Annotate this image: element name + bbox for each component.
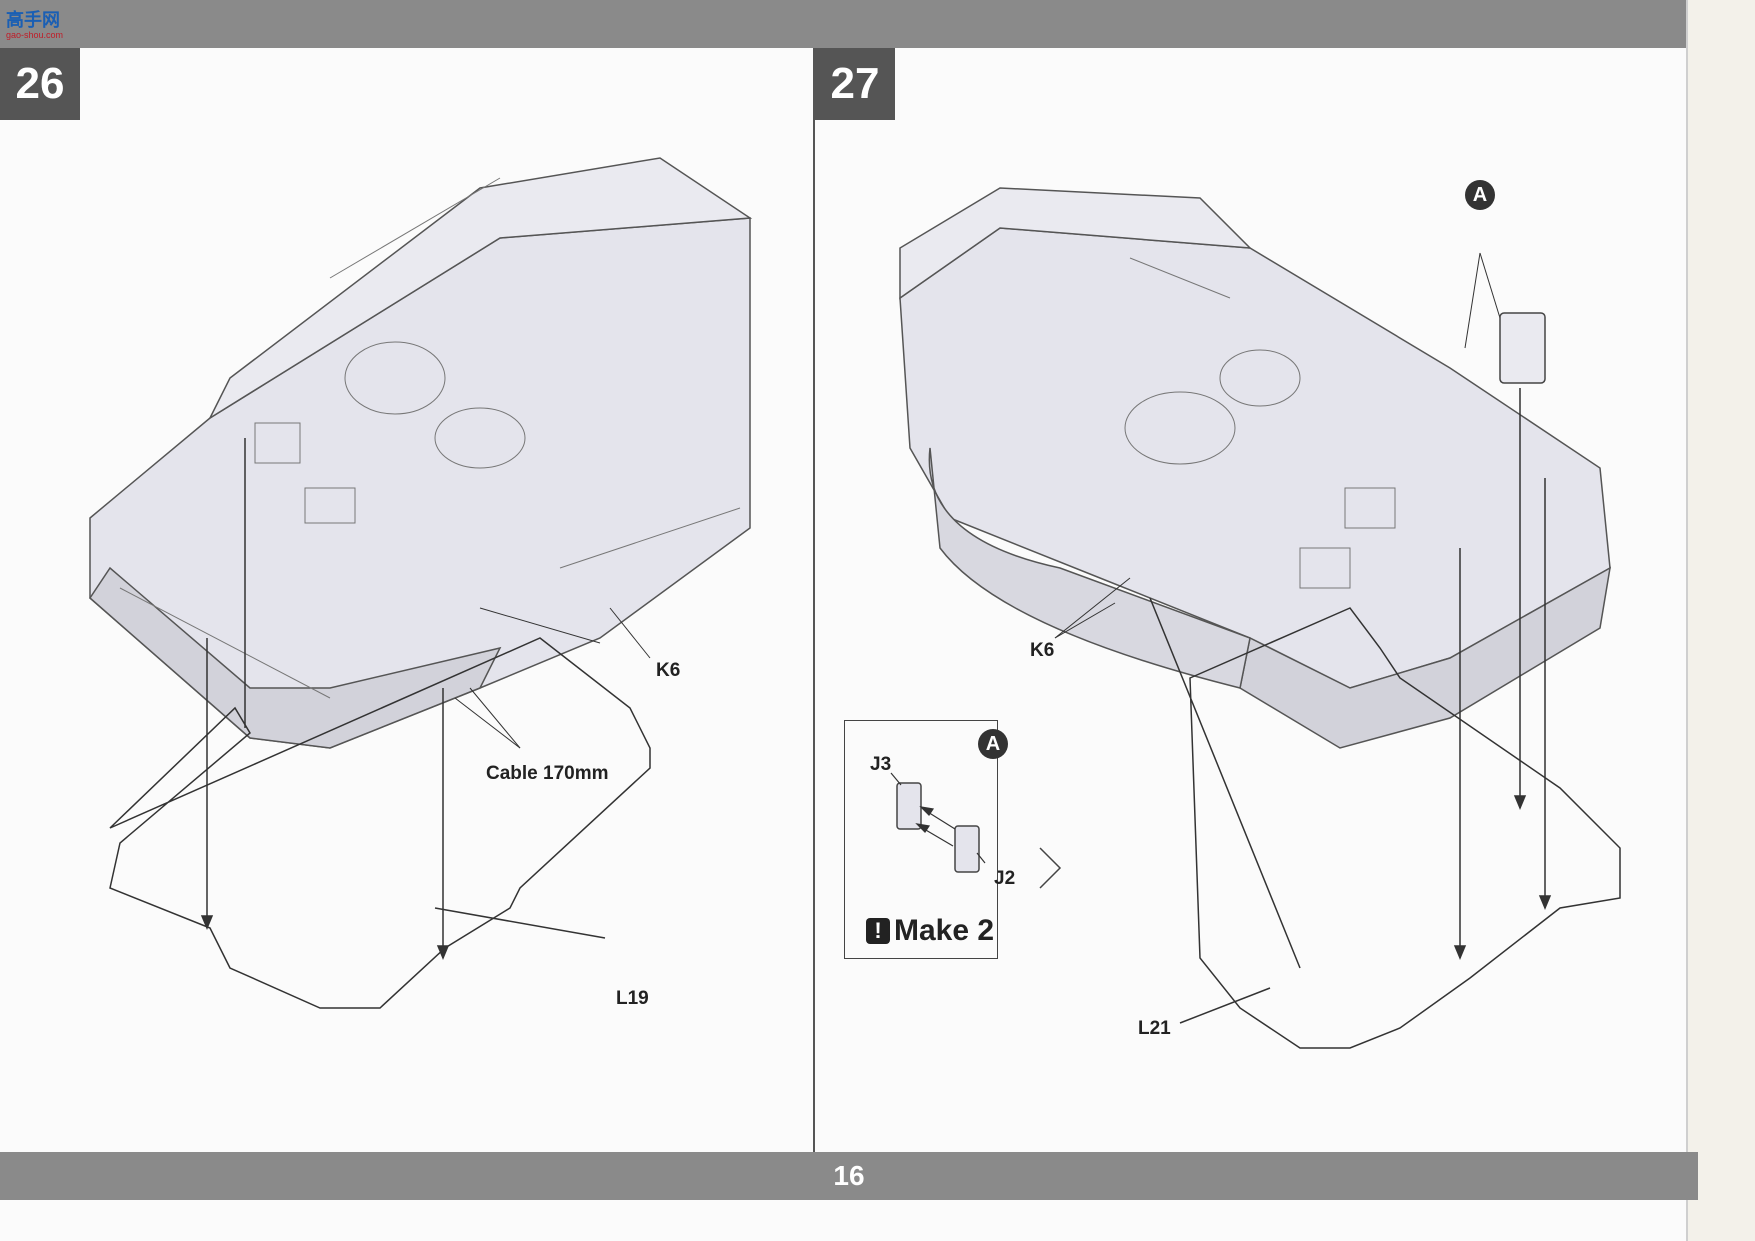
label-l21: L21 [1138, 1018, 1171, 1039]
step-number-27: 27 [815, 48, 895, 120]
page-margin [1686, 0, 1755, 1241]
label-j2: J2 [994, 868, 1016, 889]
page-number: 16 [833, 1160, 865, 1191]
inset-parts-diagram [890, 772, 986, 873]
callout-a-step-27: A [1465, 180, 1495, 210]
make-2-text: Make 2 [894, 914, 995, 947]
callout-a-inset: A [978, 729, 1008, 759]
label-cable-170mm: Cable 170mm [486, 763, 609, 784]
column-divider [813, 48, 815, 1152]
label-k6-step-27: K6 [1030, 640, 1055, 661]
header-bar [0, 0, 1686, 48]
footer-bar [0, 1152, 1698, 1200]
label-j3: J3 [870, 754, 892, 775]
make-2-note: ! Make 2 [866, 914, 994, 948]
step-26-diagram [89, 157, 753, 1009]
label-l19: L19 [616, 988, 649, 1009]
warning-icon: ! [866, 918, 890, 944]
step-number-26: 26 [0, 48, 80, 120]
label-k6-step-26: K6 [656, 660, 681, 681]
site-logo: 高手网 [6, 10, 60, 30]
site-logo-subtitle: gao-shou.com [6, 30, 64, 40]
